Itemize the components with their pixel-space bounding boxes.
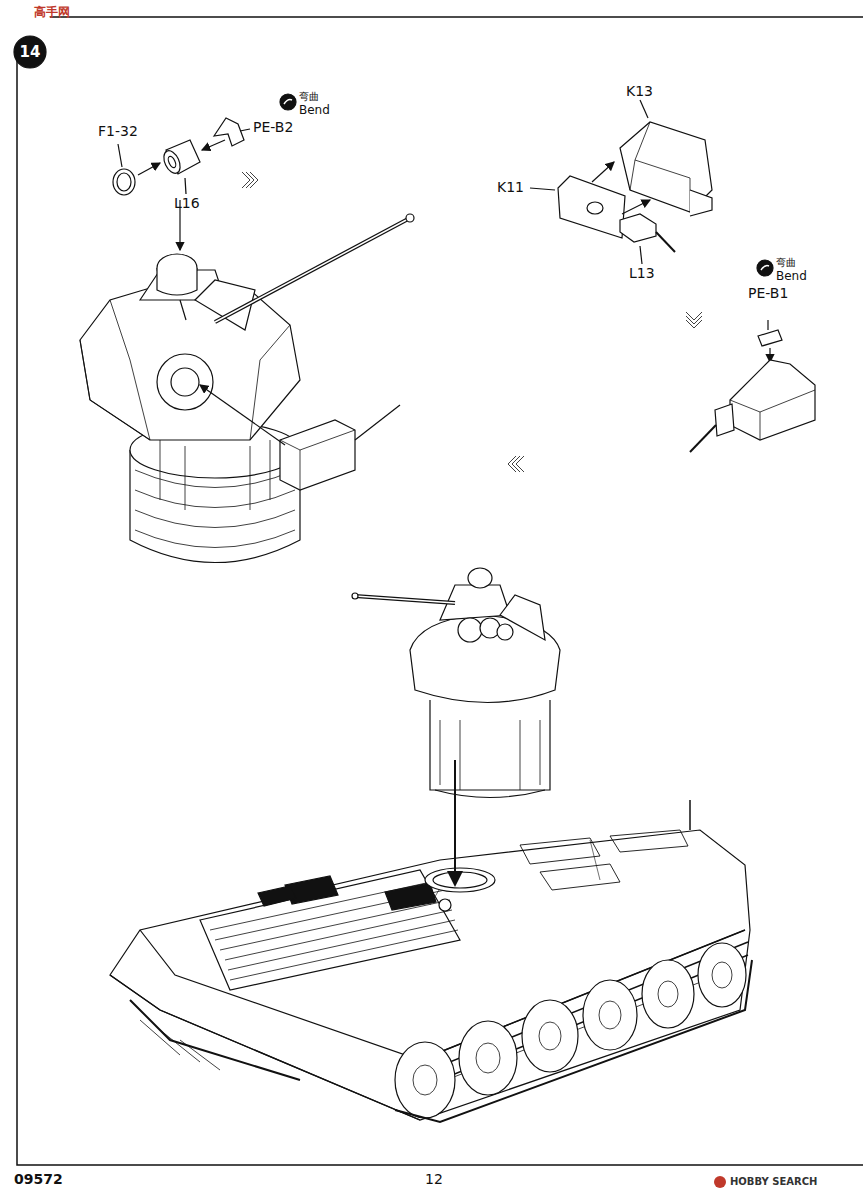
- watermark: 高手网: [34, 6, 70, 19]
- part-number: K11: [497, 180, 524, 195]
- watermark: HOBBY SEARCH: [730, 1176, 817, 1187]
- kit-number: 09572: [14, 1172, 63, 1187]
- bend-note: Bend: [776, 270, 807, 283]
- bend-note: Bend: [299, 104, 330, 117]
- page-number: 12: [425, 1172, 443, 1187]
- part-number: PE-B2: [253, 120, 293, 135]
- part-number: L16: [174, 196, 200, 211]
- part-number: K13: [626, 84, 653, 99]
- step-number: 14: [20, 44, 41, 61]
- part-number: L13: [629, 266, 655, 281]
- part-number: PE-B1: [748, 286, 788, 301]
- part-number: F1-32: [98, 124, 138, 139]
- bend-note: 弯曲: [299, 91, 319, 102]
- bend-note: 弯曲: [776, 257, 796, 268]
